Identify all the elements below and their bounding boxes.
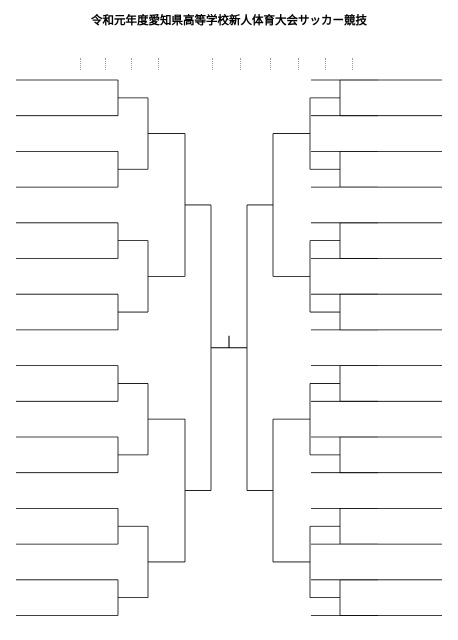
date-divider bbox=[105, 58, 106, 70]
date-divider bbox=[158, 58, 159, 70]
date-divider bbox=[352, 58, 353, 70]
page-title: 令和元年度愛知県高等学校新人体育大会サッカー競技 bbox=[91, 13, 367, 27]
date-divider bbox=[325, 58, 326, 70]
date-divider bbox=[240, 58, 241, 70]
date-divider bbox=[298, 58, 299, 70]
date-divider bbox=[131, 58, 132, 70]
date-divider bbox=[270, 58, 271, 70]
date-divider bbox=[212, 58, 213, 70]
date-divider bbox=[80, 58, 81, 70]
